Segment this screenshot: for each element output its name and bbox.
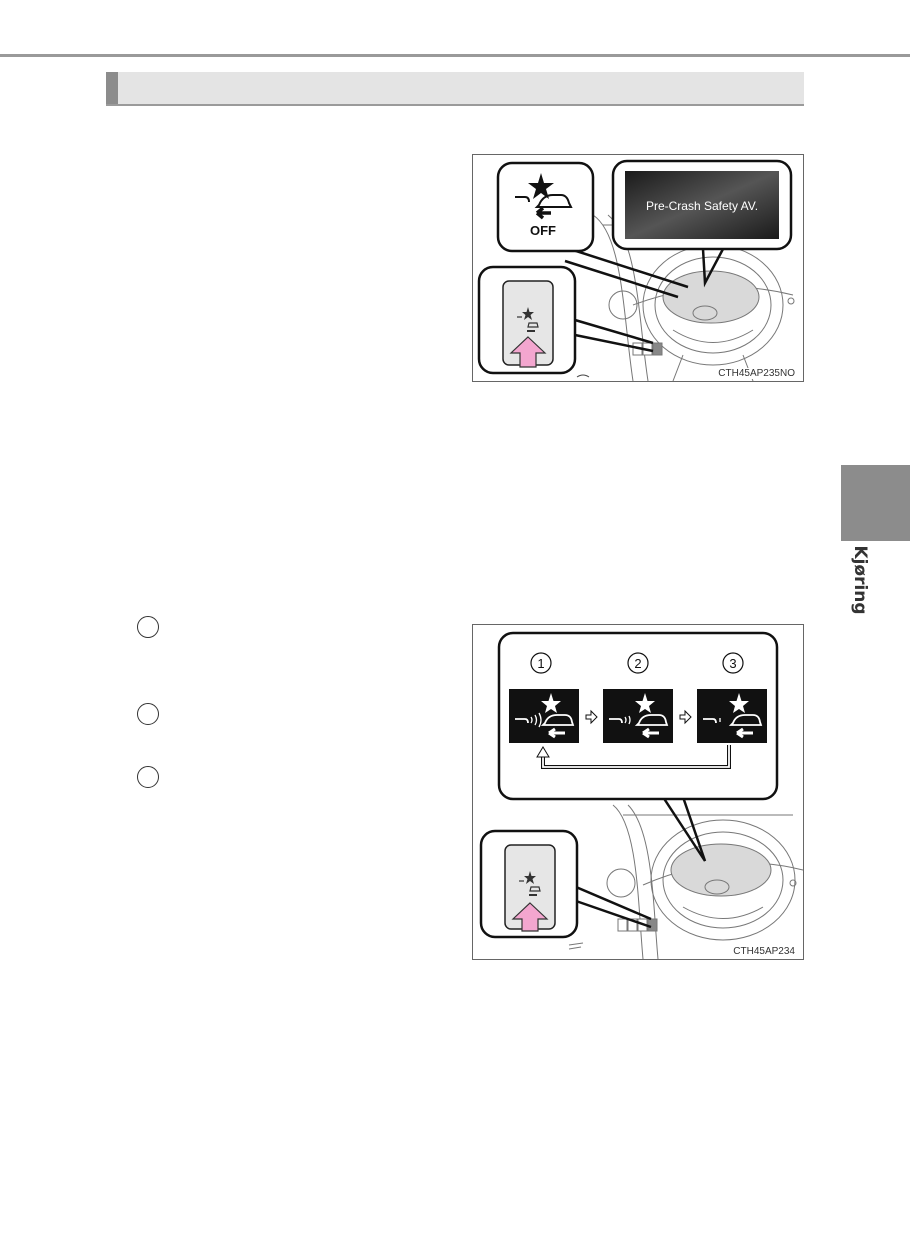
figure-code: CTH45AP234 [731, 946, 797, 957]
callout-lines [564, 248, 725, 353]
figure-pcs-off-illustration: OFF Pre-Crash Safety AV. [477, 159, 795, 381]
display-message: Pre-Crash Safety AV. [646, 199, 758, 213]
top-rule [0, 54, 910, 57]
step-circle-1 [137, 616, 159, 638]
figure-warning-timing: 1 2 3 [472, 624, 804, 960]
pcs-timing-middle-icon [603, 689, 673, 743]
step-circle-3 [137, 766, 159, 788]
section-heading-accent [106, 72, 118, 104]
multi-info-display [625, 171, 779, 239]
sequence-arrow-icon [585, 709, 598, 725]
pcs-timing-late-icon [697, 689, 767, 743]
push-arrow-icon [511, 902, 549, 932]
off-label: OFF [530, 223, 556, 238]
pre-crash-safety-switch-icon [517, 307, 539, 332]
pre-crash-safety-off-icon: OFF [515, 173, 573, 238]
figure-code: CTH45AP235NO [716, 368, 797, 379]
pre-crash-safety-switch-icon [519, 871, 541, 896]
sequence-arrow-icon [679, 709, 692, 725]
callout-lines [575, 796, 707, 929]
chapter-tab-label: Kjøring [850, 545, 870, 615]
figure-pcs-off: OFF Pre-Crash Safety AV. CTH45AP235NO [472, 154, 804, 382]
pcs-timing-early-icon [509, 689, 579, 743]
step-circle-2 [137, 703, 159, 725]
chapter-tab [841, 465, 910, 541]
dashboard-sketch [592, 214, 795, 381]
figure-warning-timing-illustration: 1 2 3 [479, 631, 803, 959]
push-arrow-icon [509, 336, 547, 368]
step-number-2: 2 [634, 656, 641, 671]
section-heading-bar [106, 72, 804, 106]
step-number-3: 3 [729, 656, 736, 671]
step-number-1: 1 [537, 656, 544, 671]
dashboard-sketch [568, 804, 803, 959]
step-numbers: 1 2 3 [530, 652, 744, 674]
